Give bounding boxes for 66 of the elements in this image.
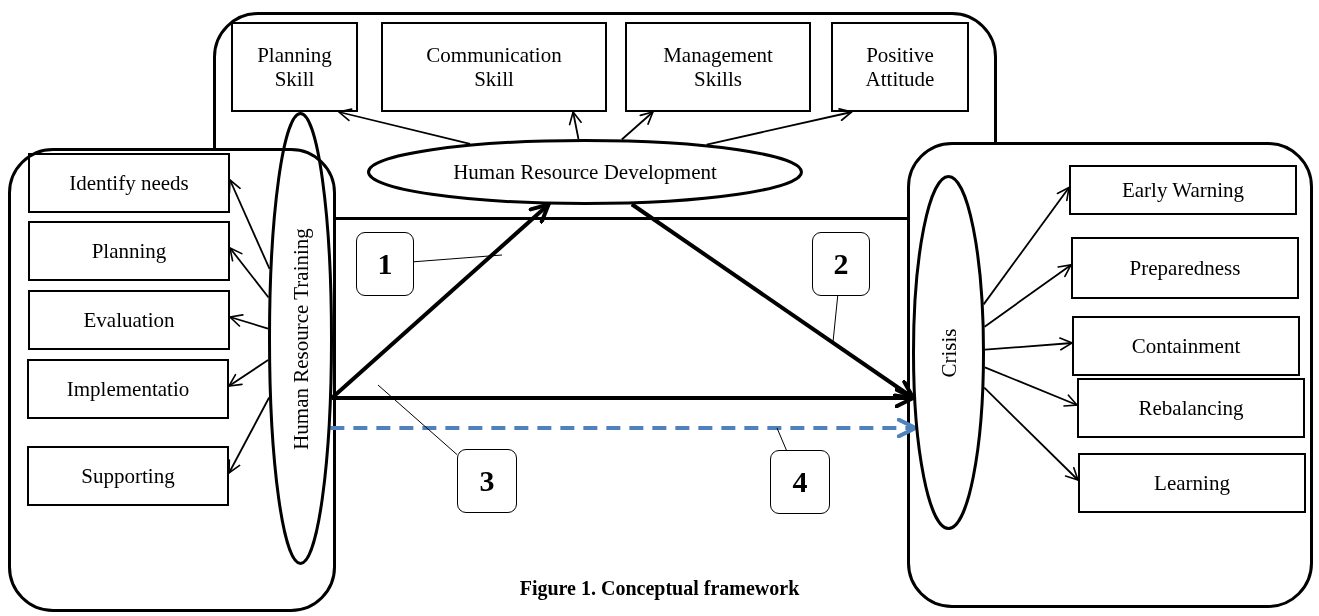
leader-line bbox=[413, 254, 503, 263]
node-text: Evaluation bbox=[83, 307, 175, 333]
node-text: Learning bbox=[1154, 470, 1230, 496]
text-box bbox=[1077, 378, 1305, 438]
oval bbox=[268, 112, 333, 565]
text-box bbox=[27, 359, 229, 419]
arrow bbox=[229, 314, 269, 330]
arrow bbox=[568, 111, 582, 140]
text-box bbox=[831, 22, 969, 112]
text-box bbox=[231, 22, 358, 112]
arrow bbox=[705, 108, 853, 146]
rounded-panel bbox=[907, 142, 1313, 608]
node-text: Human Resource Training bbox=[288, 227, 313, 450]
text-box bbox=[1072, 316, 1300, 376]
node-text: Preparedness bbox=[1129, 255, 1241, 281]
text-box bbox=[1071, 237, 1299, 299]
node-text: Rebalancing bbox=[1138, 395, 1244, 421]
text-box bbox=[28, 153, 230, 213]
arrow bbox=[983, 264, 1072, 328]
arrow bbox=[229, 247, 270, 299]
rounded-panel bbox=[213, 12, 997, 220]
arrow bbox=[620, 111, 654, 141]
leader-line bbox=[832, 295, 839, 343]
oval bbox=[912, 175, 985, 530]
node-text: Crisis bbox=[936, 328, 961, 377]
arrow bbox=[983, 386, 1079, 481]
callout-number: 1 bbox=[377, 247, 393, 281]
leader-line bbox=[776, 427, 787, 451]
leader-line bbox=[377, 384, 458, 456]
text-box bbox=[27, 446, 229, 506]
callout-box bbox=[457, 449, 517, 513]
callout-number: 4 bbox=[792, 465, 808, 499]
node-text: Containment bbox=[1131, 333, 1241, 359]
arrow bbox=[228, 396, 270, 474]
arrow bbox=[228, 359, 270, 387]
rounded-panel bbox=[8, 148, 336, 612]
callout-number: 2 bbox=[833, 247, 849, 281]
arrow bbox=[331, 387, 916, 409]
arrow bbox=[983, 366, 1078, 407]
arrow bbox=[338, 108, 471, 145]
node-text: Supporting bbox=[81, 463, 175, 489]
text-box bbox=[625, 22, 811, 112]
text-box bbox=[1078, 453, 1306, 513]
node-text: Identify needs bbox=[69, 170, 189, 196]
text-box bbox=[28, 290, 230, 350]
arrow bbox=[982, 186, 1070, 306]
callout-box bbox=[356, 232, 414, 296]
arrow bbox=[228, 179, 271, 270]
callout-number: 3 bbox=[479, 464, 495, 498]
text-box bbox=[381, 22, 607, 112]
node-text: Planning bbox=[91, 238, 167, 264]
text-box bbox=[1069, 165, 1297, 215]
node-text: Human Resource Development bbox=[453, 159, 717, 185]
node-text: Early Warning bbox=[1121, 177, 1245, 203]
callout-box bbox=[812, 232, 870, 296]
node-text: Communication Skill bbox=[425, 42, 563, 92]
text-box bbox=[28, 221, 230, 281]
node-text: Positive Attitude bbox=[864, 42, 936, 92]
callout-box bbox=[770, 450, 830, 514]
arrow bbox=[984, 337, 1073, 351]
oval bbox=[367, 139, 803, 205]
arrow bbox=[330, 417, 918, 439]
node-text: Management Skills bbox=[662, 42, 774, 92]
node-text: Implementatio bbox=[66, 376, 190, 402]
node-text: Planning Skill bbox=[256, 42, 333, 92]
figure-caption: Figure 1. Conceptual framework bbox=[519, 577, 800, 600]
